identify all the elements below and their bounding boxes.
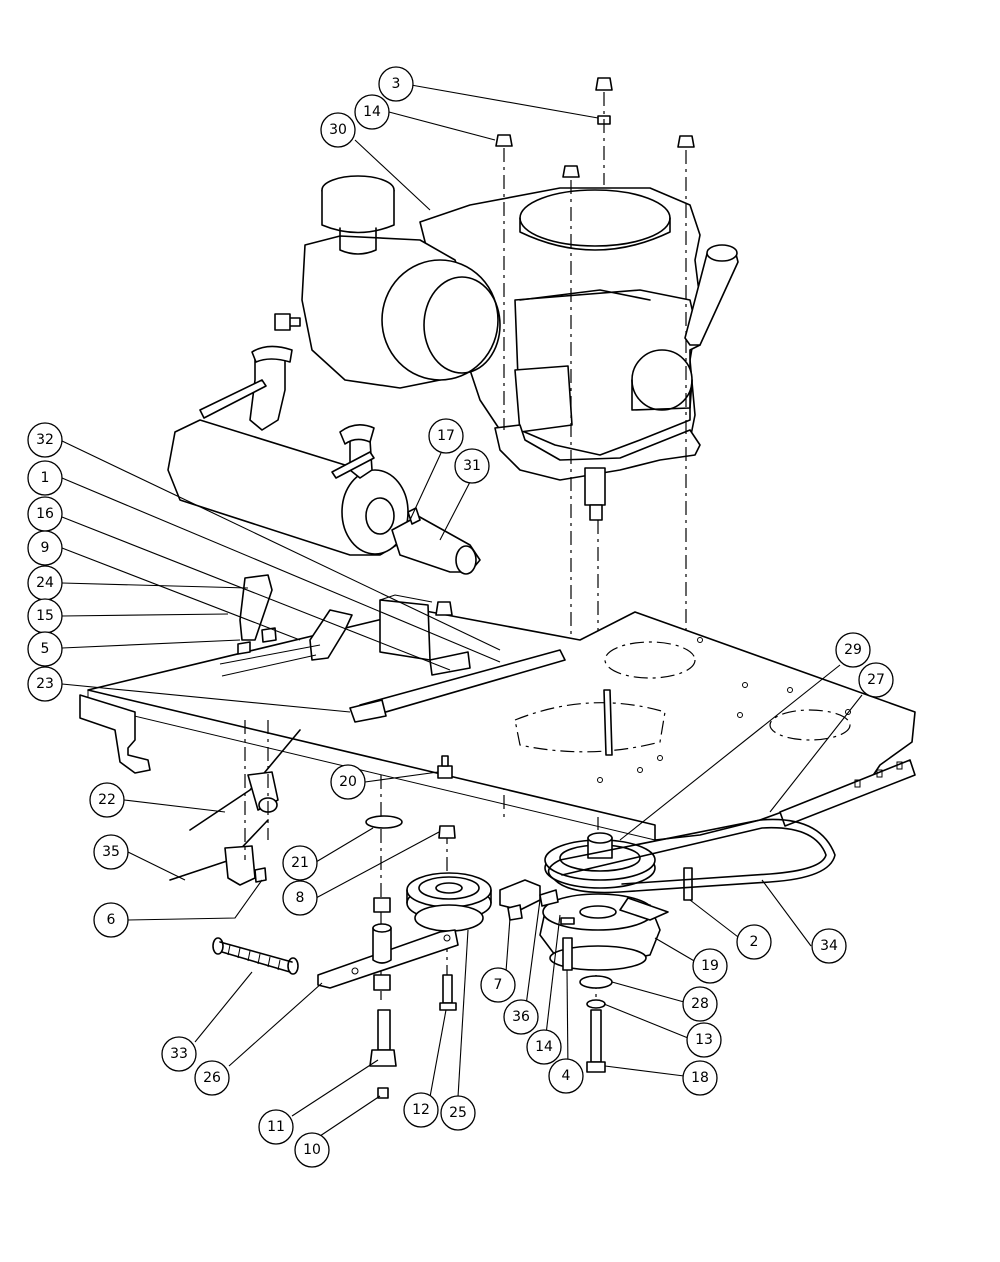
mower-deck [79,594,916,841]
lift-rod [349,649,566,723]
callout-29: 29 [835,632,871,668]
callout-18: 18 [682,1060,718,1096]
svg-text:31: 31 [463,458,481,474]
callout-21: 21 [282,845,318,881]
svg-text:13: 13 [695,1032,713,1048]
callout-17: 17 [428,418,464,454]
muffler [167,345,409,556]
svg-text:25: 25 [449,1105,467,1121]
svg-text:14: 14 [535,1039,553,1055]
callout-23: 23 [27,666,63,702]
callout-11: 11 [258,1109,294,1145]
callout-14-top: 14 [354,94,390,130]
svg-text:16: 16 [36,506,54,522]
svg-text:1: 1 [41,470,50,486]
svg-text:5: 5 [41,641,50,657]
callout-35: 35 [93,834,129,870]
callout-19: 19 [692,948,728,984]
svg-text:26: 26 [203,1070,221,1086]
svg-text:10: 10 [303,1142,321,1158]
svg-text:34: 34 [820,938,838,954]
engine-mount-bolts [495,77,695,178]
svg-text:14: 14 [363,104,381,120]
callout-9: 9 [27,530,63,566]
idler-pulley [406,872,492,932]
callout-26: 26 [194,1060,230,1096]
callout-32: 32 [27,422,63,458]
callout-1: 1 [27,460,63,496]
callout-36: 36 [503,999,539,1035]
svg-text:11: 11 [267,1119,285,1135]
svg-text:7: 7 [494,977,503,993]
callout-7: 7 [480,967,516,1003]
callout-3: 3 [378,66,414,102]
callout-28: 28 [682,986,718,1022]
callout-24: 24 [27,565,63,601]
exhaust-deflector [391,507,481,575]
callout-20: 20 [330,764,366,800]
drive-belt [547,818,836,894]
svg-text:8: 8 [296,890,305,906]
callout-31: 31 [454,448,490,484]
callout-33: 33 [161,1036,197,1072]
svg-text:29: 29 [844,642,862,658]
svg-text:36: 36 [512,1009,530,1025]
svg-text:12: 12 [412,1102,430,1118]
callout-5: 5 [27,631,63,667]
svg-text:6: 6 [107,912,116,928]
svg-text:35: 35 [102,844,120,860]
callout-27: 27 [858,662,894,698]
latch-assembly [219,574,453,677]
svg-text:2: 2 [750,934,759,950]
callout-8: 8 [282,880,318,916]
callout-14-bottom: 14 [526,1029,562,1065]
svg-text:23: 23 [36,676,54,692]
callout-2: 2 [736,924,772,960]
svg-text:19: 19 [701,958,719,974]
callout-6: 6 [93,902,129,938]
callout-bubbles: 3 14 30 17 31 32 1 16 9 24 15 5 23 29 27… [27,66,894,1168]
callout-34: 34 [811,928,847,964]
svg-text:9: 9 [41,540,50,556]
svg-text:24: 24 [36,575,54,591]
callout-12: 12 [403,1092,439,1128]
svg-text:27: 27 [867,672,885,688]
svg-text:3: 3 [392,76,401,92]
extension-spring [212,937,299,975]
callout-25: 25 [440,1095,476,1131]
pto-clutch [499,832,693,1073]
svg-text:17: 17 [437,428,455,444]
callout-13: 13 [686,1022,722,1058]
svg-text:20: 20 [339,774,357,790]
cables [169,720,301,886]
callout-30: 30 [320,112,356,148]
callout-15: 15 [27,598,63,634]
leader-lines [59,84,863,1137]
svg-text:21: 21 [291,855,309,871]
svg-text:15: 15 [36,608,54,624]
svg-text:18: 18 [691,1070,709,1086]
idler-arm [317,755,459,1099]
svg-text:4: 4 [562,1068,571,1084]
callout-4: 4 [548,1058,584,1094]
svg-text:30: 30 [329,122,347,138]
svg-text:22: 22 [98,792,116,808]
callout-22: 22 [89,782,125,818]
svg-text:33: 33 [170,1046,188,1062]
svg-text:32: 32 [36,432,54,448]
engine [274,175,739,521]
callout-10: 10 [294,1132,330,1168]
svg-text:28: 28 [691,996,709,1012]
callout-16: 16 [27,496,63,532]
